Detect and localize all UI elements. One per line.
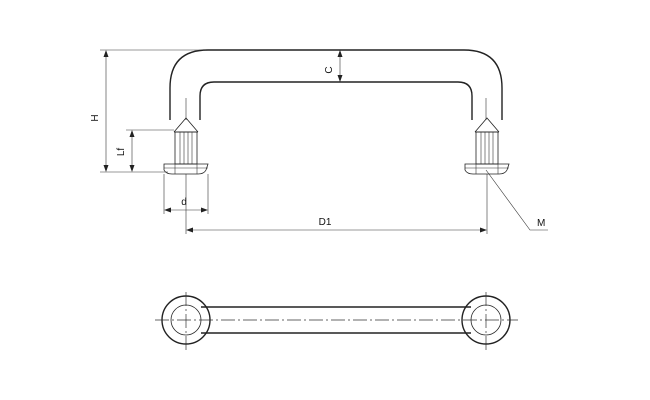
handle-front-view: [169, 49, 503, 120]
right-foot-insert: [464, 117, 510, 175]
label-m: M: [537, 218, 545, 229]
handle-top-view: [155, 292, 518, 350]
label-d: d: [181, 197, 187, 208]
dimension-h: H: [90, 49, 206, 173]
label-c: C: [324, 66, 335, 73]
left-foot-insert: [163, 117, 209, 175]
dimension-c: C: [324, 50, 343, 82]
label-lf: Lf: [116, 148, 127, 157]
label-h: H: [90, 114, 101, 121]
thread-leader-m: M: [485, 169, 548, 231]
dimension-d1: D1: [185, 174, 488, 234]
dimension-lf: Lf: [116, 129, 174, 172]
label-d1: D1: [319, 217, 332, 228]
